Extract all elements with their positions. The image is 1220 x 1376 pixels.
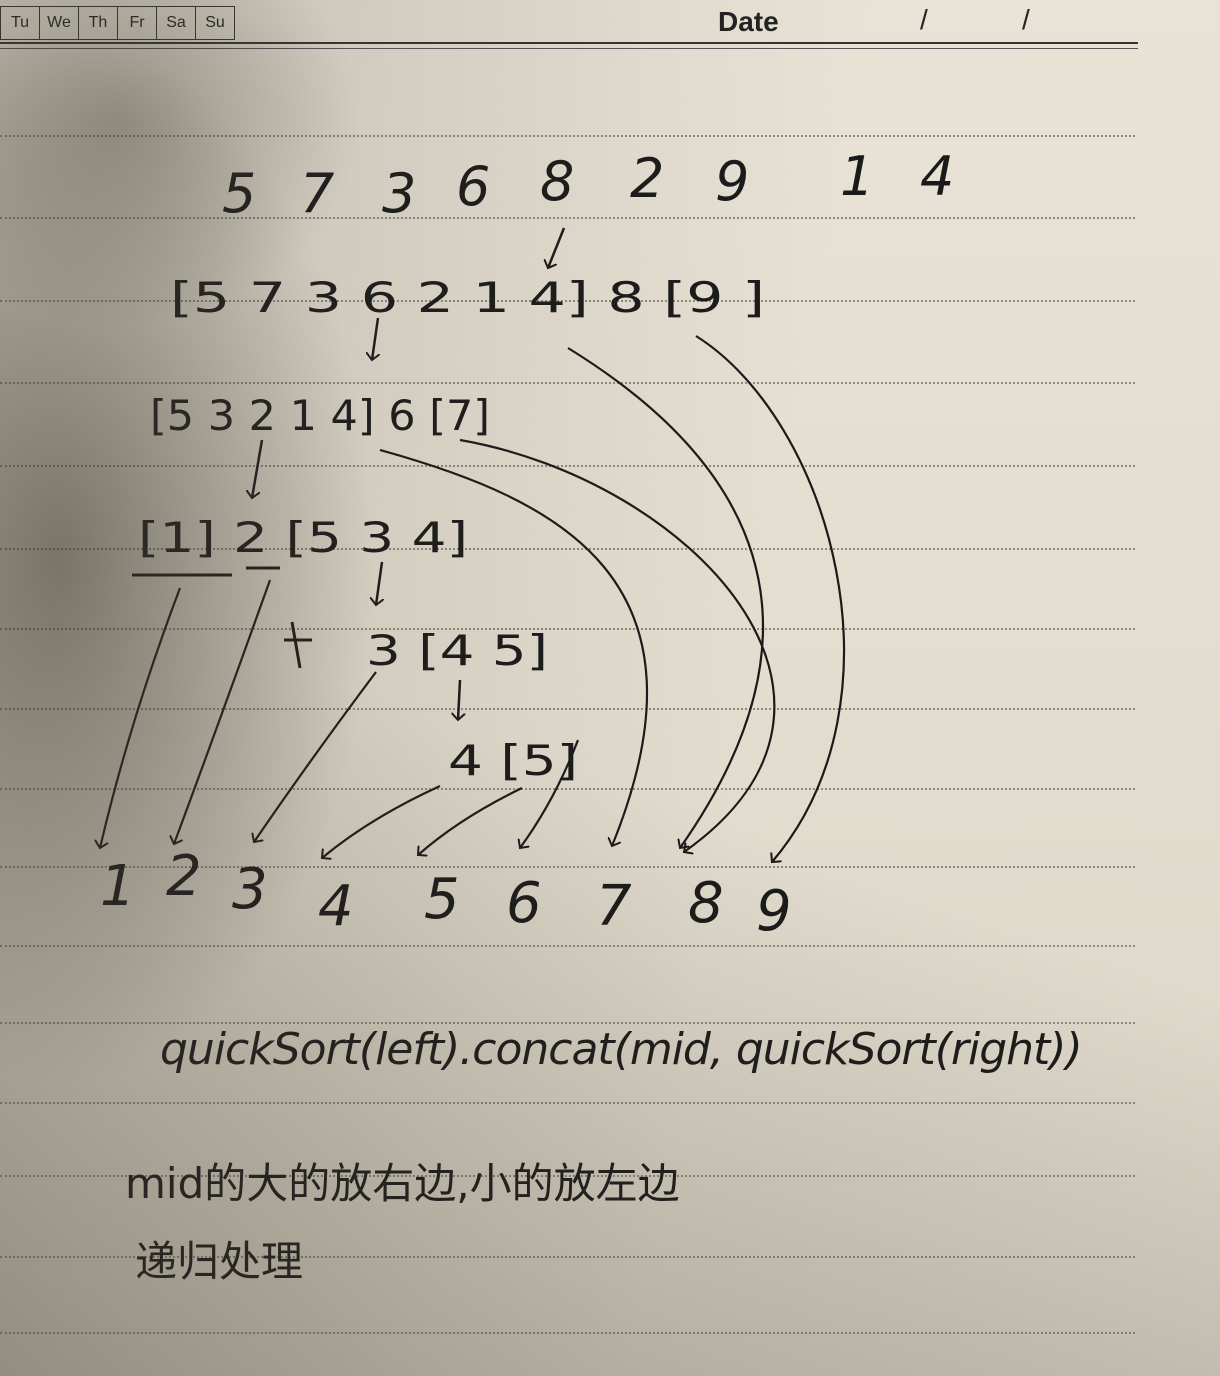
input-digit: 4 <box>920 145 954 208</box>
sorted-digit: 9 <box>756 879 792 944</box>
input-digit: 8 <box>540 150 574 213</box>
pivot-arrow <box>372 317 378 360</box>
result-arrow <box>695 335 845 862</box>
input-digit: 9 <box>715 150 749 213</box>
partition-step-4: 3 [4 5] <box>366 626 548 675</box>
sorted-digit: 6 <box>506 871 542 936</box>
sorted-digit: 1 <box>100 854 136 919</box>
underline-mark <box>132 566 280 577</box>
rule-note: mid的大的放右边,小的放左边 <box>125 1159 680 1208</box>
sorted-digit: 7 <box>596 874 632 939</box>
input-digit: 1 <box>840 145 874 208</box>
sorted-digit: 5 <box>424 867 460 932</box>
partition-step-2: [5 3 2 1 4] 6 [7] <box>150 391 490 440</box>
pivot-arrow <box>252 439 264 498</box>
recursion-note: 递归处理 <box>135 1237 304 1286</box>
sorted-digit: 3 <box>232 857 268 922</box>
sorted-digit: 2 <box>166 844 202 909</box>
result-arrow <box>254 671 377 842</box>
input-digit: 2 <box>630 147 664 210</box>
partition-step-1: [5 7 3 6 2 1 4] 8 [9 ] <box>170 273 765 322</box>
strikethrough-mark <box>284 621 312 669</box>
sorted-digit: 8 <box>688 871 724 936</box>
result-arrow <box>322 784 441 858</box>
pivot-arrow <box>458 679 460 720</box>
partition-step-5: 4 [5] <box>448 736 578 785</box>
result-arrow <box>418 787 523 855</box>
result-arrow <box>174 579 272 844</box>
input-digit: 3 <box>382 162 416 225</box>
input-digit: 7 <box>300 162 334 225</box>
sorted-digit: 4 <box>318 874 354 939</box>
pivot-arrow <box>376 561 382 605</box>
result-arrow <box>100 587 182 848</box>
input-digit: 6 <box>456 155 490 218</box>
partition-step-3: [1] 2 [5 3 4] <box>138 513 468 562</box>
code-note: quickSort(left).concat(mid, quickSort(ri… <box>160 1024 1083 1075</box>
input-digit: 5 <box>222 162 256 225</box>
pivot-arrow <box>548 227 566 268</box>
